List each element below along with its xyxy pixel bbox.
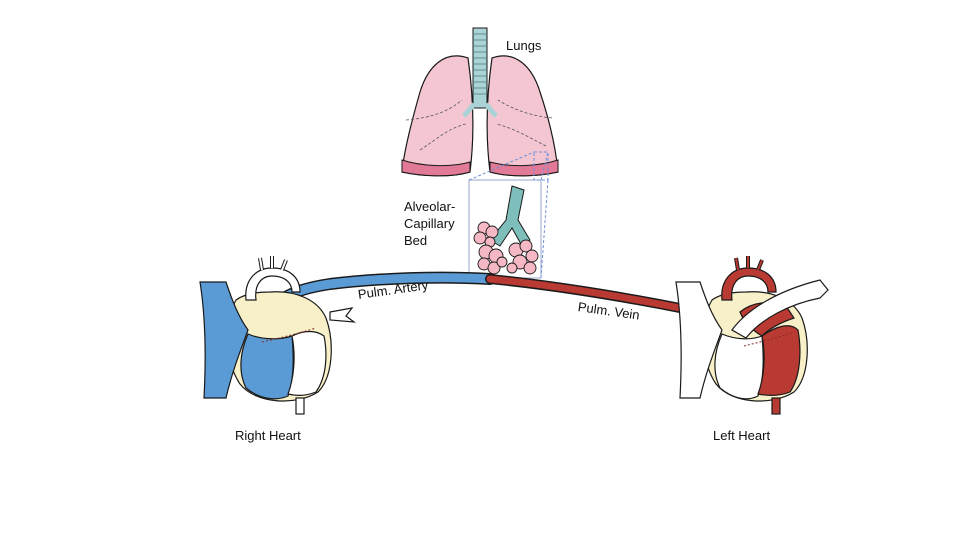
right-heart-icon: [199, 256, 357, 415]
left-heart-label: Left Heart: [713, 428, 771, 443]
right-atrium: [199, 281, 249, 399]
right-ventricle: [240, 333, 294, 400]
bronchi: [462, 102, 498, 118]
right-heart-label: Right Heart: [235, 428, 301, 443]
lungs-icon: [401, 27, 559, 177]
left-lung-base: [401, 159, 471, 177]
lungs-label: Lungs: [506, 38, 542, 53]
alveolar-label-line1: Alveolar-: [404, 199, 456, 214]
right-lung-base: [489, 159, 559, 177]
left-lung: [401, 55, 474, 177]
left-ventricle: [757, 325, 801, 396]
alveolar-capillary-bed-label: Alveolar- Capillary Bed: [404, 198, 455, 249]
right-lung: [486, 55, 559, 177]
alveolar-label-line2: Capillary: [404, 216, 455, 231]
alveolar-label-line3: Bed: [404, 233, 428, 248]
left-heart-icon: [675, 256, 829, 415]
alveoli-icon: [473, 185, 539, 275]
aorta: [721, 267, 777, 301]
